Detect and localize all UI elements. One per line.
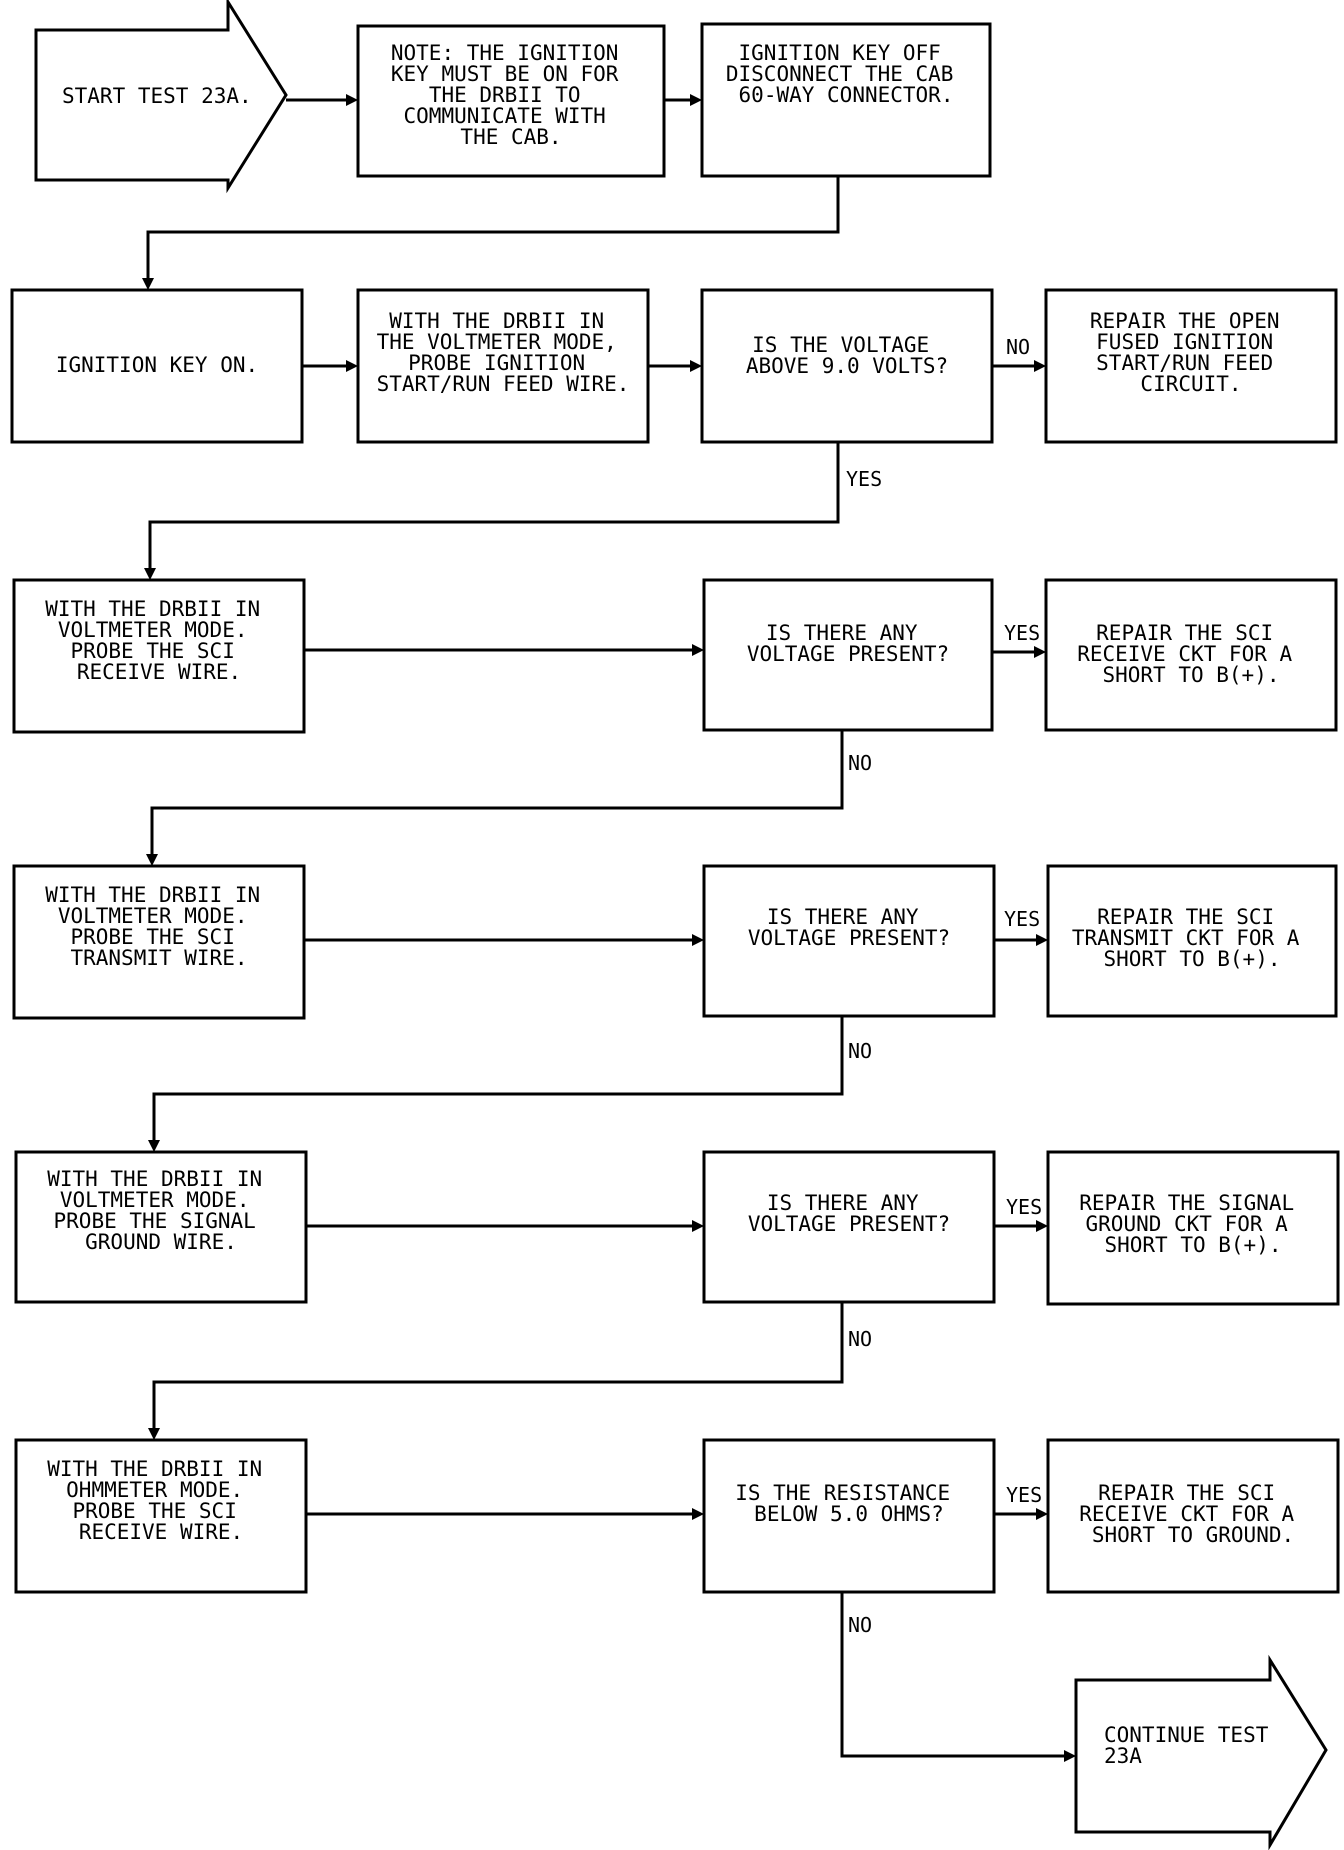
continue-text: CONTINUE TEST 23A — [1104, 1723, 1281, 1768]
probe-transmit-box — [12, 864, 306, 1020]
repair-feed-text: REPAIR THE OPEN FUSED IGNITION START/RUN… — [1090, 309, 1292, 396]
label-no-receive: NO — [848, 751, 872, 775]
voltage-present-text-2: IS THERE ANY VOLTAGE PRESENT? — [748, 905, 950, 950]
probe-ohm-text: WITH THE DRBII IN OHMMETER MODE. PROBE T… — [47, 1457, 275, 1544]
connector-lines — [146, 98, 1068, 1758]
note-text: NOTE: THE IGNITION KEY MUST BE ON FOR TH… — [391, 41, 631, 149]
voltage-question-box — [700, 288, 994, 444]
arrowheads — [142, 94, 1076, 1762]
resistance-question-box — [702, 1438, 996, 1594]
repair-receive-ground-text: REPAIR THE SCI RECEIVE CKT FOR A SHORT T… — [1079, 1481, 1307, 1547]
probe-ground-text: WITH THE DRBII IN VOLTMETER MODE. PROBE … — [47, 1167, 275, 1254]
voltage-present-text-3: IS THERE ANY VOLTAGE PRESENT? — [748, 1191, 950, 1236]
probe-ohm-box — [14, 1438, 308, 1594]
label-yes-receive: YES — [1004, 621, 1040, 645]
voltage-present-text-1: IS THERE ANY VOLTAGE PRESENT? — [747, 621, 949, 666]
label-no-feed: NO — [1006, 335, 1030, 359]
label-no-resistance: NO — [848, 1613, 872, 1637]
ignition-on-box — [10, 288, 304, 444]
repair-transmit-short-box — [1046, 864, 1338, 1018]
repair-receive-ground-box — [1046, 1438, 1340, 1594]
label-no-ground: NO — [848, 1327, 872, 1351]
voltage-present-box-2 — [702, 864, 996, 1018]
repair-ground-short-text: REPAIR THE SIGNAL GROUND CKT FOR A SHORT… — [1079, 1191, 1307, 1257]
voltage-present-box-1 — [702, 578, 994, 732]
resistance-question-text: IS THE RESISTANCE BELOW 5.0 OHMS? — [735, 1481, 963, 1526]
probe-feed-box — [356, 288, 650, 444]
label-yes-resistance: YES — [1006, 1483, 1042, 1507]
note-box — [356, 24, 666, 178]
label-yes-transmit: YES — [1004, 907, 1040, 931]
disconnect-text: IGNITION KEY OFF DISCONNECT THE CAB 60-W… — [726, 41, 966, 107]
label-yes-ground: YES — [1006, 1195, 1042, 1219]
disconnect-box — [700, 22, 992, 178]
probe-transmit-text: WITH THE DRBII IN VOLTMETER MODE. PROBE … — [45, 883, 273, 970]
continue-arrow-shape — [1074, 1654, 1328, 1850]
repair-feed-box — [1044, 288, 1338, 444]
probe-receive-box — [12, 578, 306, 734]
ignition-on-text: IGNITION KEY ON. — [56, 353, 258, 377]
start-arrow-shape — [34, 0, 288, 194]
voltage-present-box-3 — [702, 1150, 996, 1304]
repair-transmit-short-text: REPAIR THE SCI TRANSMIT CKT FOR A SHORT … — [1072, 905, 1312, 971]
label-yes-voltage: YES — [846, 467, 882, 491]
repair-ground-short-box — [1046, 1150, 1340, 1306]
probe-receive-text: WITH THE DRBII IN VOLTMETER MODE. PROBE … — [45, 597, 273, 684]
probe-ground-box — [14, 1150, 308, 1304]
voltage-question-text: IS THE VOLTAGE ABOVE 9.0 VOLTS? — [746, 333, 948, 378]
probe-feed-text: WITH THE DRBII IN THE VOLTMETER MODE, PR… — [377, 309, 630, 396]
start-text: START TEST 23A. — [62, 84, 252, 108]
repair-receive-short-text: REPAIR THE SCI RECEIVE CKT FOR A SHORT T… — [1077, 621, 1305, 687]
label-no-transmit: NO — [848, 1039, 872, 1063]
repair-receive-short-box — [1044, 578, 1338, 732]
